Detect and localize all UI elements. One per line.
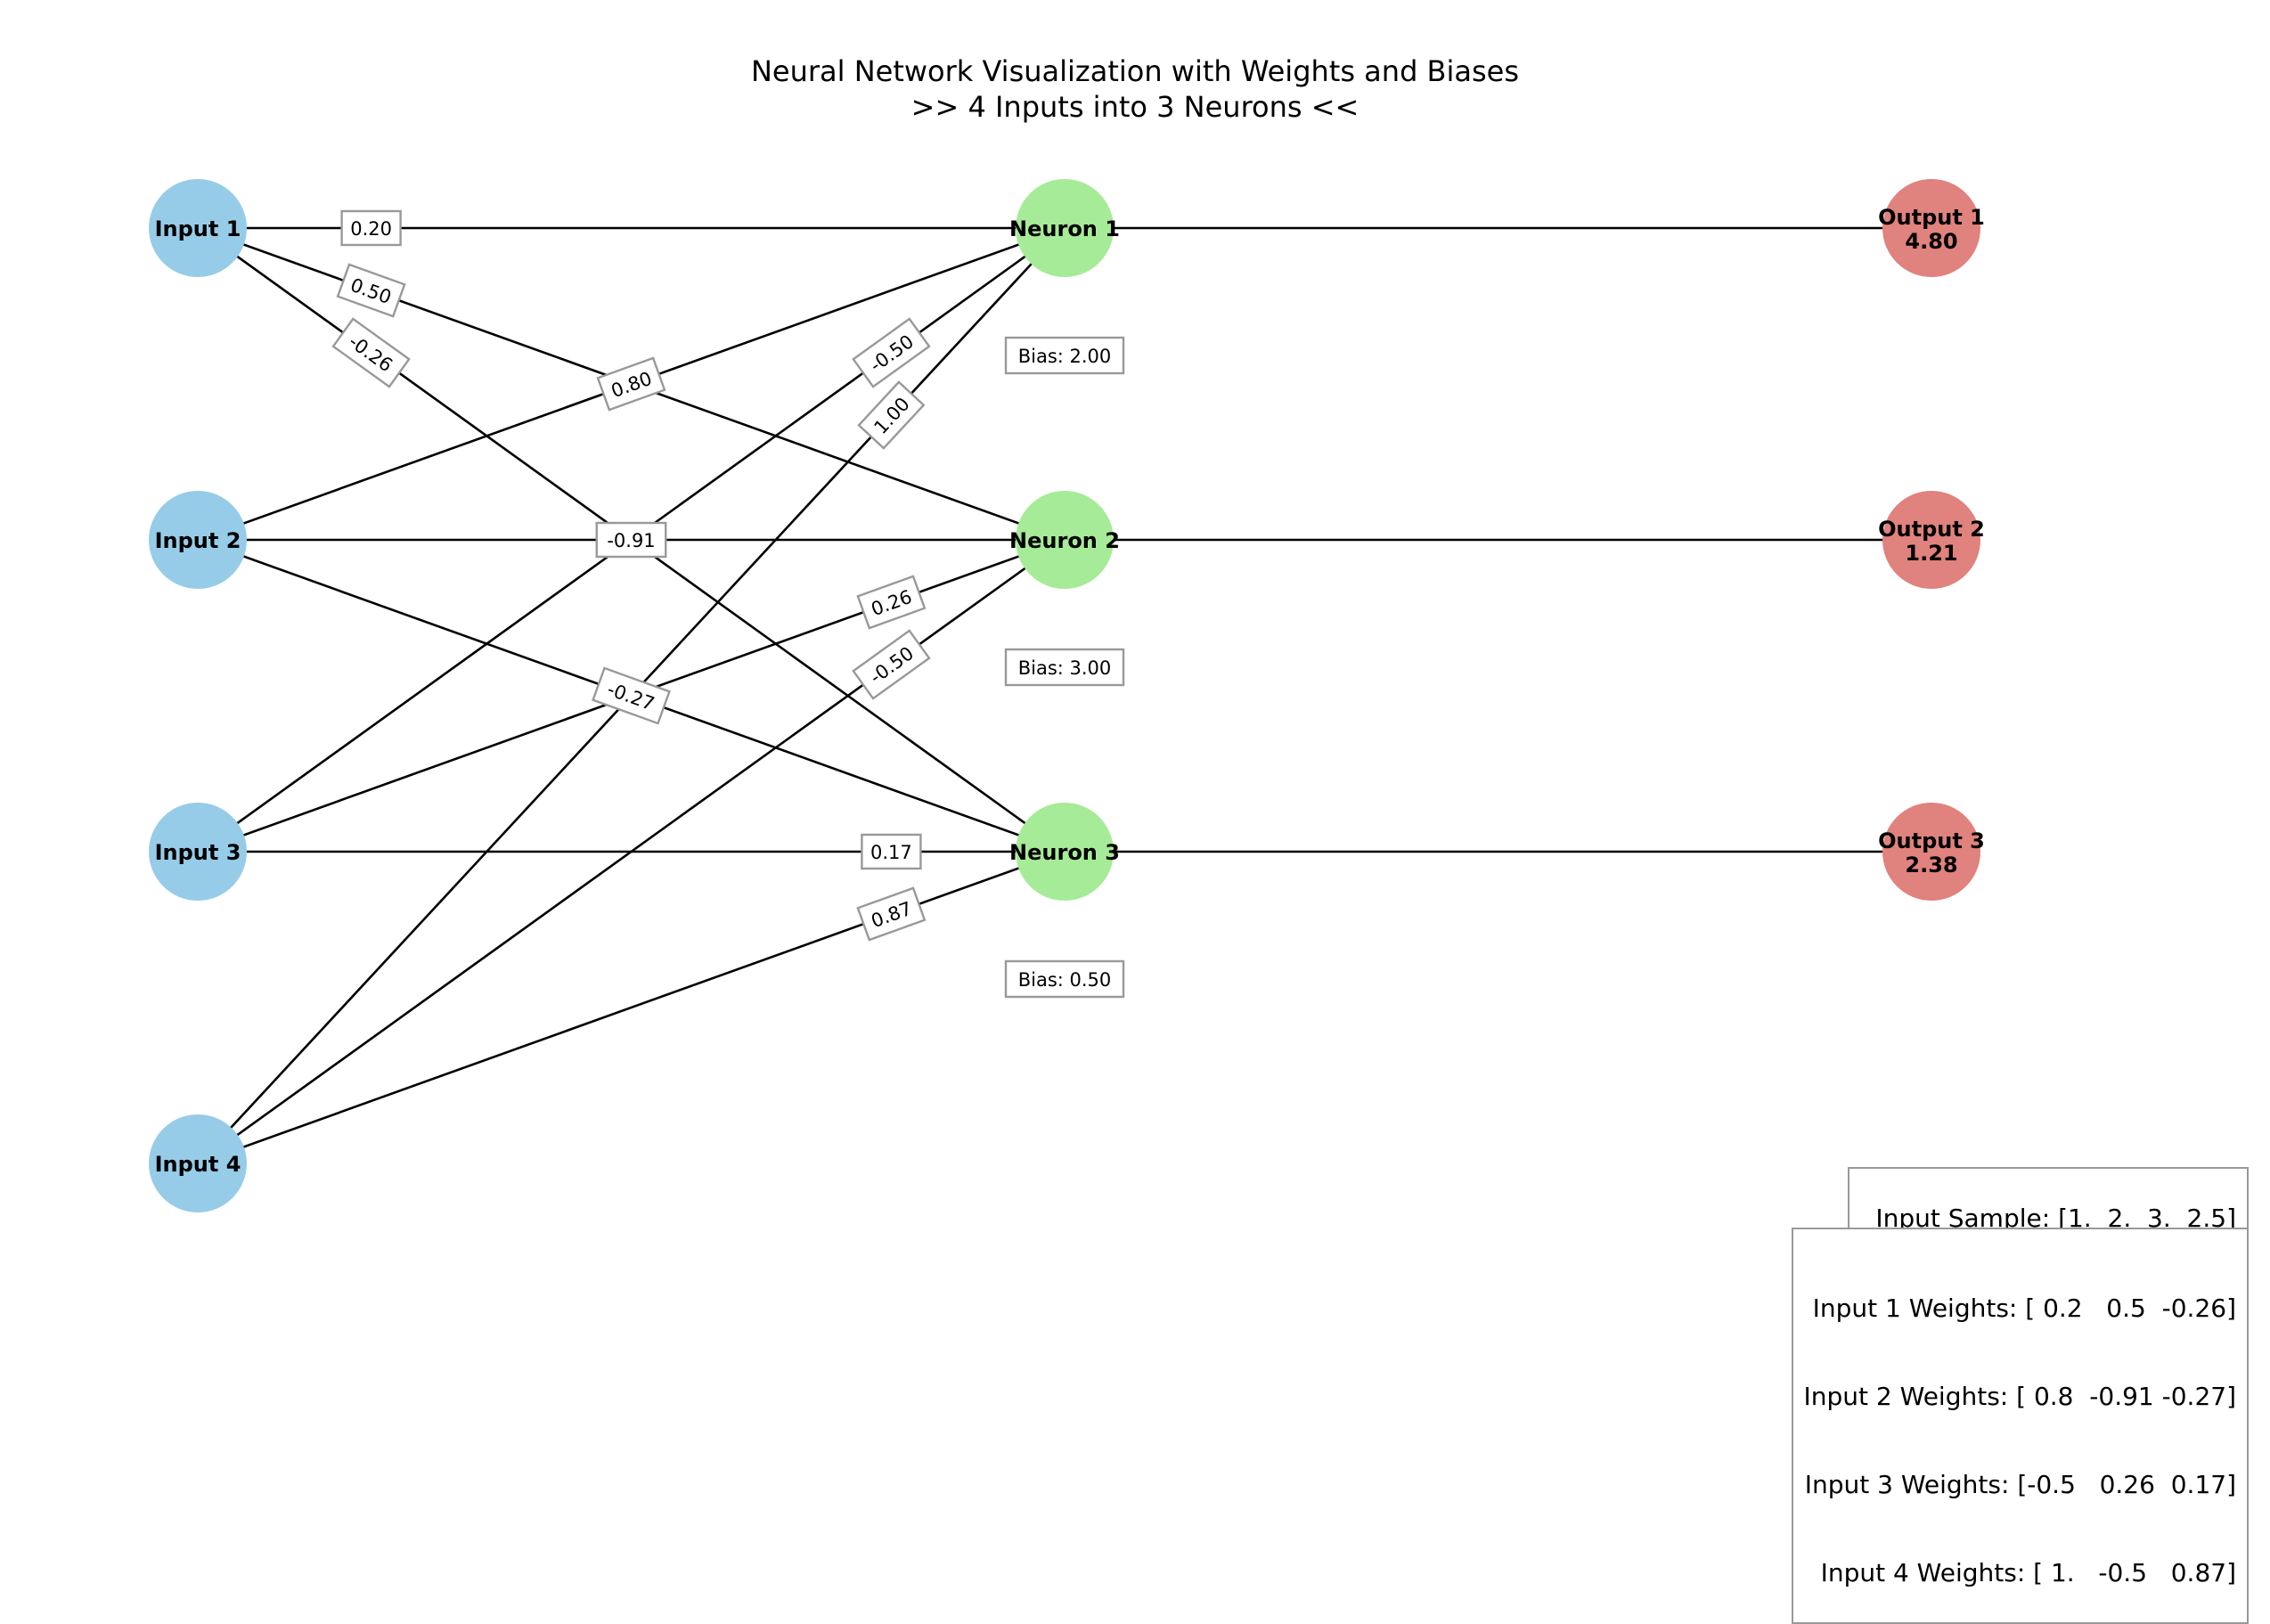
svg-text:0.20: 0.20 [350, 218, 392, 240]
input-node-label: Input 3 [155, 840, 241, 865]
output-node-value: 1.21 [1905, 541, 1957, 566]
neuron-node-label: Neuron 2 [1009, 528, 1120, 553]
input-node-3 [149, 803, 247, 901]
weight-label: 0.20 [340, 209, 402, 247]
input-node-label: Input 1 [155, 216, 241, 241]
output-node-value: 4.80 [1905, 229, 1957, 254]
nodes-layer: Input 1 Input 2 Input 3 Input 4 Neuron 1 Neur… [149, 179, 1985, 1212]
weight-label: -0.50 [852, 317, 931, 388]
edge-input-4-neuron-3 [197, 850, 1066, 1165]
input-weights-line: Input 2 Weights: [ 0.8 -0.91 -0.27] [1803, 1382, 2236, 1411]
edge-input-4-neuron-2 [197, 538, 1066, 1165]
bias-label-3: Bias: 0.50 [1004, 959, 1125, 999]
diagram-title: Neural Network Visualization with Weight… [0, 53, 2270, 125]
input-node-label: Input 4 [155, 1152, 241, 1177]
weight-label: 0.50 [336, 263, 406, 318]
input-weights-line: Input 4 Weights: [ 1. -0.5 0.87] [1820, 1558, 2236, 1587]
output-node-label: Output 1 [1878, 205, 1985, 230]
svg-text:0.17: 0.17 [870, 842, 912, 863]
weight-label: -0.26 [331, 317, 411, 388]
input-node-label: Input 2 [155, 528, 241, 553]
network-diagram: 0.200.50-0.260.80-0.91-0.27-0.500.260.17… [149, 179, 1985, 1212]
output-node-3 [1882, 803, 1980, 901]
neuron-node-label: Neuron 3 [1009, 840, 1120, 865]
output-node-1 [1882, 179, 1980, 277]
output-node-label: Output 3 [1878, 828, 1985, 853]
weight-label: 0.87 [856, 886, 927, 942]
neuron-node-1 [1016, 179, 1114, 277]
input-weights-line: Input 1 Weights: [ 0.2 0.5 -0.26] [1812, 1293, 2236, 1323]
input-weights-box: Input 1 Weights: [ 0.2 0.5 -0.26] Input … [1791, 1228, 2249, 1624]
output-node-label: Output 2 [1878, 517, 1985, 542]
neuron-node-2 [1016, 491, 1114, 589]
weight-labels-layer: 0.200.50-0.260.80-0.91-0.27-0.500.260.17… [331, 209, 931, 942]
input-node-2 [149, 491, 247, 589]
title-line-1: Neural Network Visualization with Weight… [750, 54, 1520, 88]
bias-label-2: Bias: 3.00 [1004, 648, 1125, 687]
title-line-2: >> 4 Inputs into 3 Neurons << [910, 90, 1360, 124]
weight-label: -0.27 [592, 666, 671, 725]
weight-label: -0.50 [852, 629, 931, 700]
neuron-node-label: Neuron 1 [1009, 216, 1120, 241]
output-node-value: 2.38 [1905, 853, 1957, 877]
output-node-2 [1882, 491, 1980, 589]
bias-label-1: Bias: 2.00 [1004, 336, 1125, 375]
weight-label: 0.80 [596, 356, 666, 412]
weight-label: 0.26 [856, 575, 927, 630]
neuron-node-3 [1016, 803, 1114, 901]
input-node-4 [149, 1114, 247, 1212]
weight-label: -0.91 [595, 521, 667, 559]
input-weights-line: Input 3 Weights: [-0.5 0.26 0.17] [1804, 1470, 2236, 1499]
svg-text:Bias: 0.50: Bias: 0.50 [1018, 969, 1112, 991]
svg-text:Bias: 3.00: Bias: 3.00 [1018, 657, 1112, 679]
weight-label: 0.17 [861, 833, 922, 870]
svg-text:Bias: 2.00: Bias: 2.00 [1018, 346, 1112, 367]
svg-text:-0.91: -0.91 [607, 530, 655, 551]
input-node-1 [149, 179, 247, 277]
